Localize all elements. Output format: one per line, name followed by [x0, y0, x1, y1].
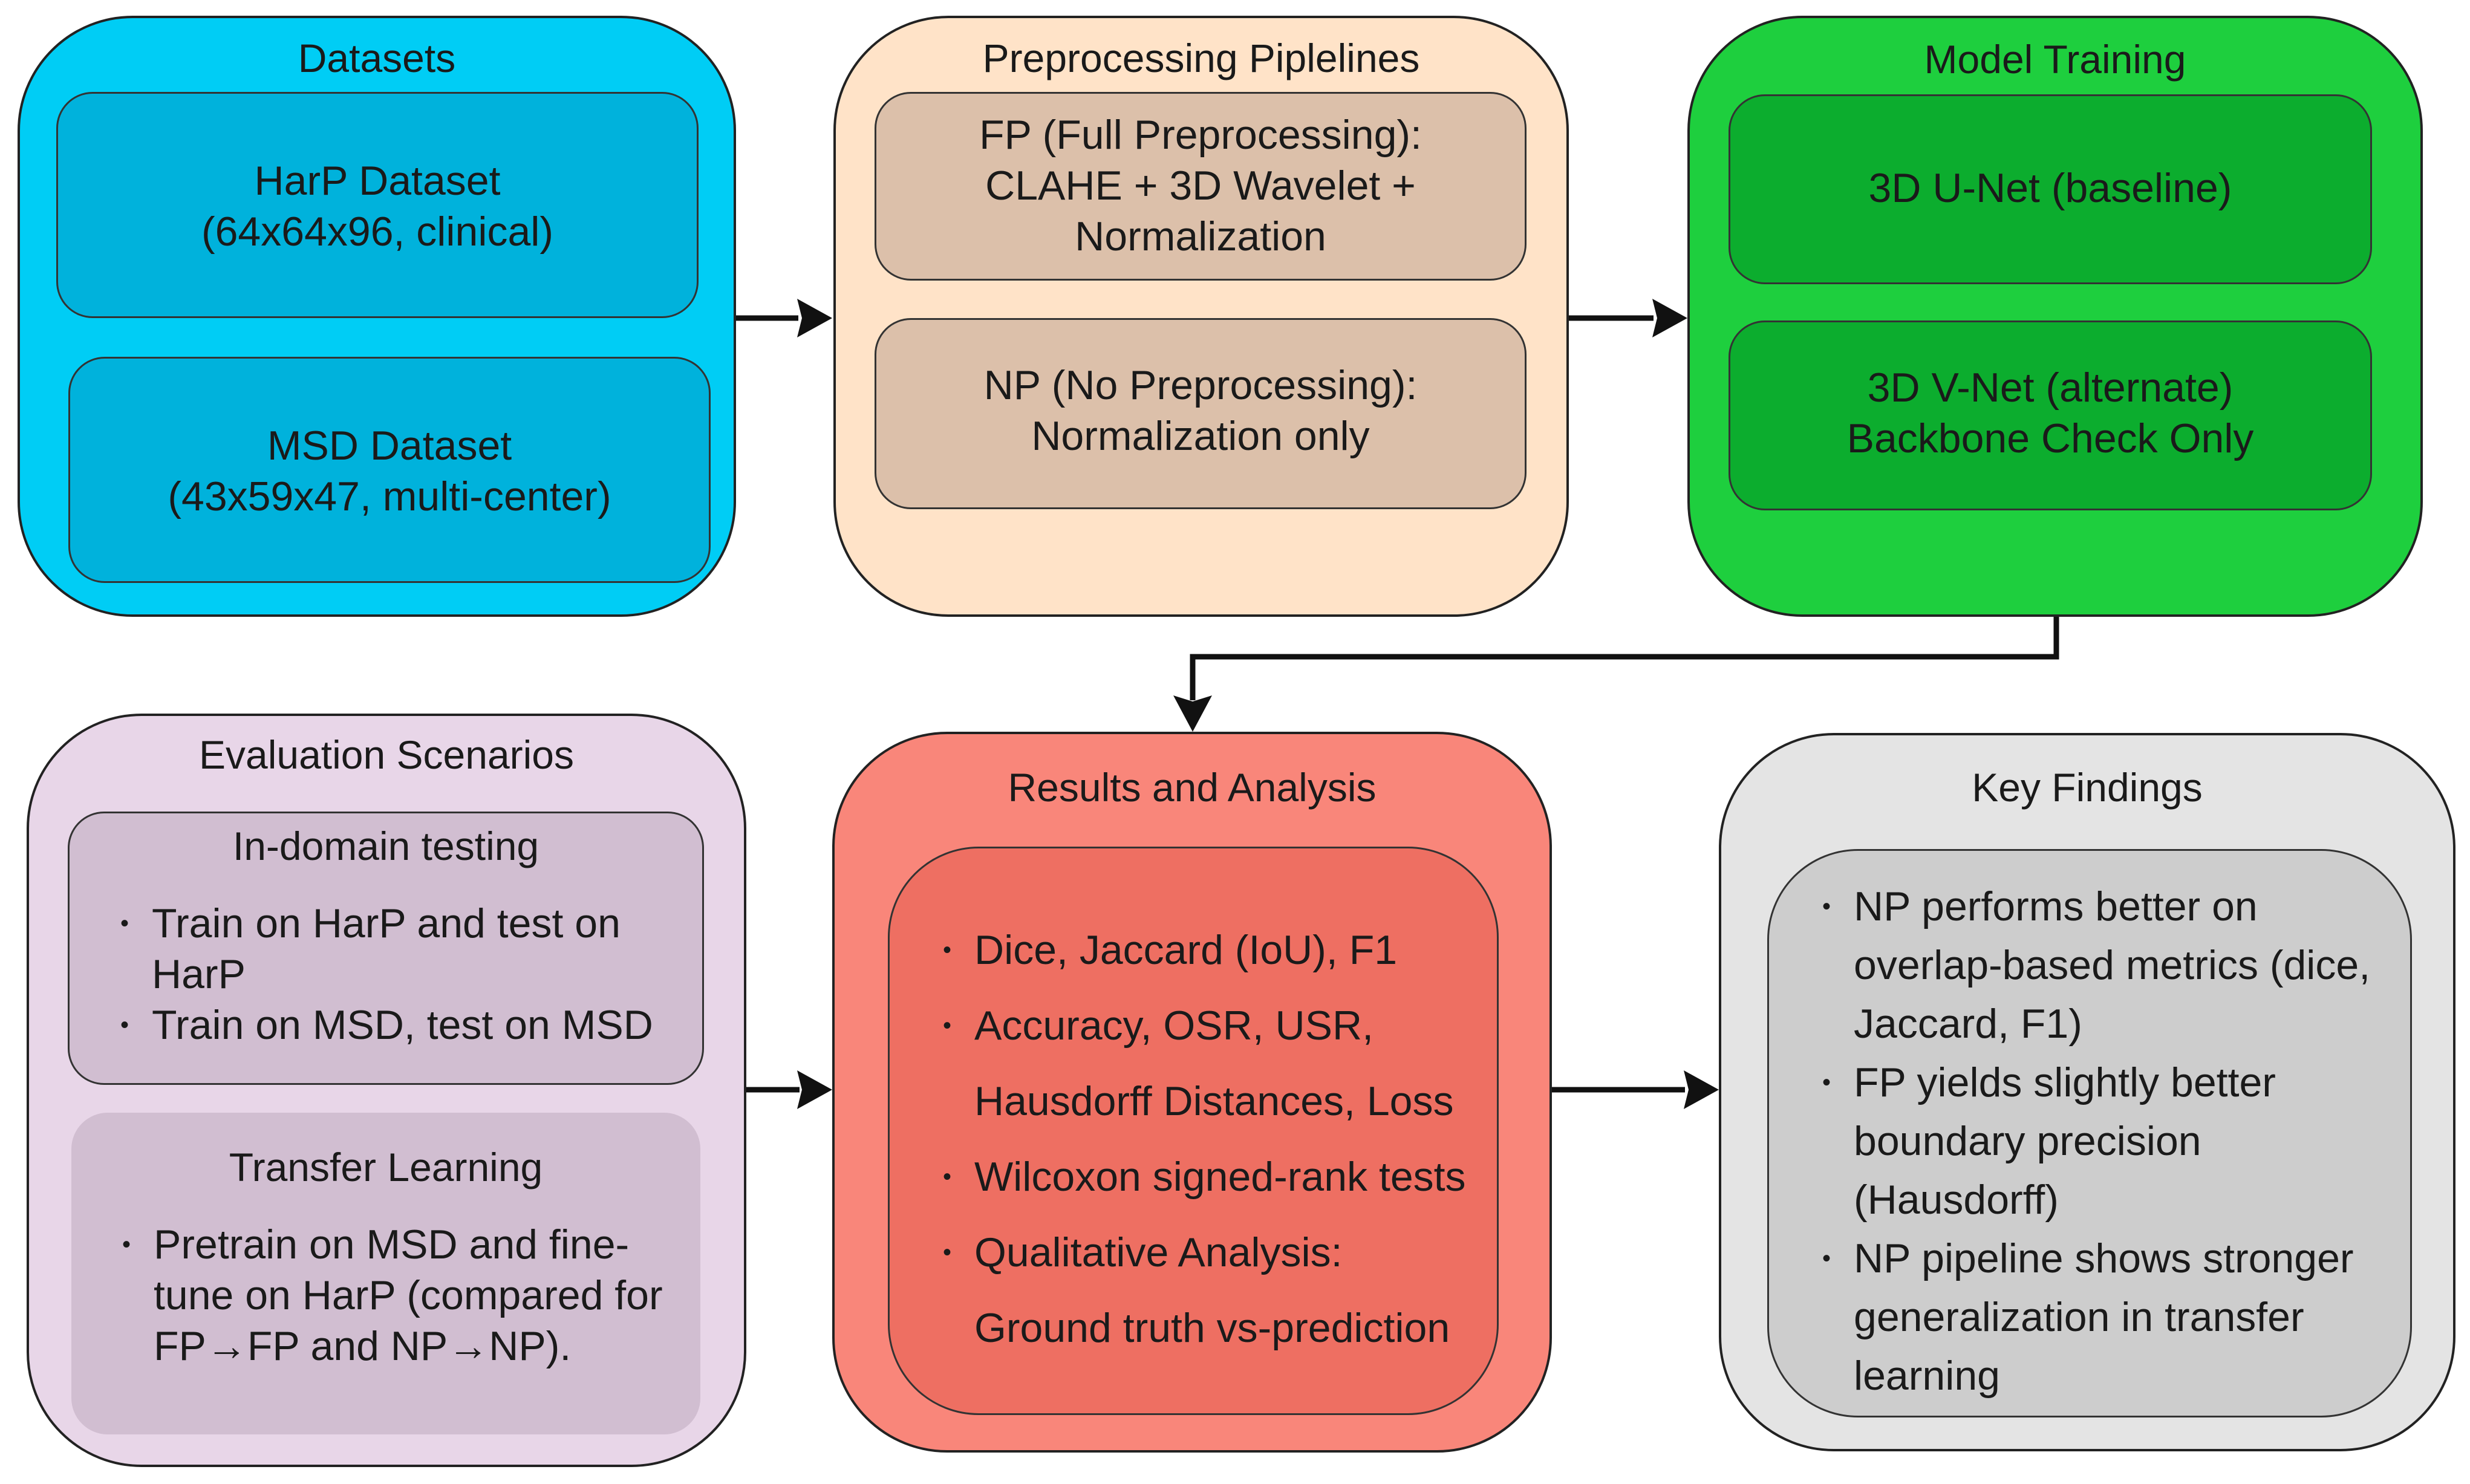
- results-title: Results and Analysis: [1008, 765, 1377, 810]
- preprocessing-title: Preprocessing Piplelines: [982, 36, 1420, 80]
- results-bullet-4: Qualitative Analysis: Ground truth vs-pr…: [938, 1215, 1466, 1366]
- preprocessing-box: Preprocessing Piplelines FP (Full Prepro…: [833, 16, 1569, 617]
- in-domain-title: In-domain testing: [232, 824, 539, 868]
- vnet-box: 3D V-Net (alternate) Backbone Check Only: [1729, 321, 2372, 510]
- fp-pipeline-box: FP (Full Preprocessing): CLAHE + 3D Wave…: [875, 92, 1527, 281]
- msd-dataset-box: MSD Dataset (43x59x47, multi-center): [68, 357, 711, 583]
- transfer-learning-bullets: Pretrain on MSD and fine- tune on HarP (…: [117, 1219, 663, 1372]
- findings-box: Key Findings NP performs better on overl…: [1719, 733, 2455, 1451]
- transfer-learning-title: Transfer Learning: [229, 1145, 543, 1189]
- arrow-training-to-results: [1173, 617, 2059, 732]
- unet-box: 3D U-Net (baseline): [1729, 94, 2372, 284]
- findings-bullet-3: NP pipeline shows stronger generalizatio…: [1817, 1229, 2370, 1405]
- in-domain-box: In-domain testing Train on HarP and test…: [68, 812, 704, 1085]
- results-bullet-1: Dice, Jaccard (IoU), F1: [938, 913, 1466, 988]
- vnet-text: 3D V-Net (alternate) Backbone Check Only: [1846, 365, 2254, 461]
- fp-pipeline-text: FP (Full Preprocessing): CLAHE + 3D Wave…: [979, 112, 1422, 259]
- harp-dataset-text: HarP Dataset (64x64x96, clinical): [201, 158, 554, 255]
- np-pipeline-box: NP (No Preprocessing): Normalization onl…: [875, 318, 1527, 509]
- arrow-datasets-to-preprocessing: [736, 299, 832, 337]
- model-training-title: Model Training: [1924, 37, 2186, 82]
- msd-dataset-text: MSD Dataset (43x59x47, multi-center): [168, 423, 611, 519]
- harp-dataset-box: HarP Dataset (64x64x96, clinical): [56, 92, 699, 318]
- in-domain-bullets: Train on HarP and test on HarP Train on …: [116, 898, 653, 1050]
- findings-bullet-1: NP performs better on overlap-based metr…: [1817, 877, 2370, 1053]
- in-domain-bullet-1: Train on HarP and test on HarP: [116, 898, 653, 1000]
- transfer-learning-box: Transfer Learning Pretrain on MSD and fi…: [71, 1113, 700, 1434]
- findings-title: Key Findings: [1972, 765, 2203, 810]
- np-pipeline-text: NP (No Preprocessing): Normalization onl…: [983, 362, 1418, 459]
- arrow-evaluation-to-results: [746, 1070, 832, 1109]
- arrow-preprocessing-to-training: [1569, 299, 1687, 337]
- datasets-box: Datasets HarP Dataset (64x64x96, clinica…: [18, 16, 736, 617]
- results-bullet-3: Wilcoxon signed-rank tests: [938, 1139, 1466, 1215]
- results-inner-box: Dice, Jaccard (IoU), F1 Accuracy, OSR, U…: [888, 847, 1499, 1415]
- in-domain-bullet-2: Train on MSD, test on MSD: [116, 1000, 653, 1050]
- findings-bullets: NP performs better on overlap-based metr…: [1817, 877, 2370, 1405]
- results-box: Results and Analysis Dice, Jaccard (IoU)…: [832, 732, 1552, 1453]
- model-training-box: Model Training 3D U-Net (baseline) 3D V-…: [1687, 16, 2423, 617]
- evaluation-title: Evaluation Scenarios: [198, 732, 575, 777]
- transfer-learning-bullet-1: Pretrain on MSD and fine- tune on HarP (…: [117, 1219, 663, 1372]
- findings-inner-box: NP performs better on overlap-based metr…: [1767, 849, 2412, 1417]
- unet-text: 3D U-Net (baseline): [1868, 165, 2232, 211]
- evaluation-box: Evaluation Scenarios In-domain testing T…: [27, 714, 746, 1467]
- results-bullets: Dice, Jaccard (IoU), F1 Accuracy, OSR, U…: [938, 913, 1466, 1366]
- datasets-title: Datasets: [298, 36, 456, 80]
- arrow-results-to-findings: [1552, 1070, 1719, 1109]
- findings-bullet-2: FP yields slightly better boundary preci…: [1817, 1053, 2370, 1229]
- results-bullet-2: Accuracy, OSR, USR, Hausdorff Distances,…: [938, 988, 1466, 1139]
